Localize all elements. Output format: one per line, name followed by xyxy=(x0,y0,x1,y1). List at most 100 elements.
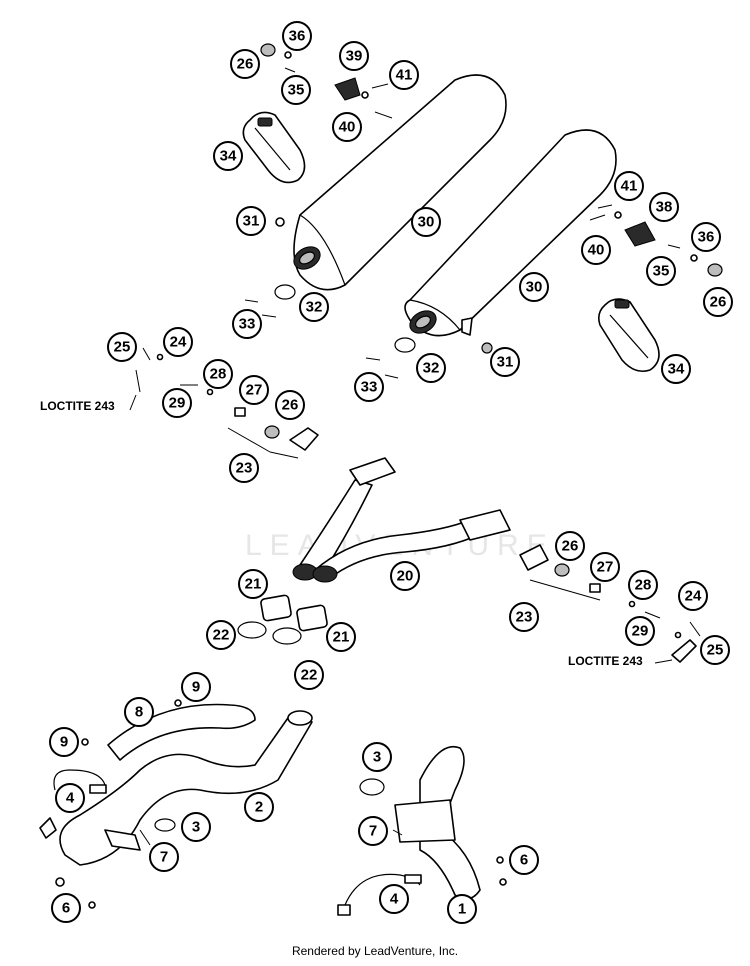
callout-9b: 9 xyxy=(49,727,79,757)
svg-text:6: 6 xyxy=(520,852,528,869)
pipe-couplers xyxy=(237,594,328,645)
callout-29: 29 xyxy=(162,388,192,418)
callout-33: 33 xyxy=(232,309,262,339)
callout-35b: 35 xyxy=(646,256,676,286)
svg-text:7: 7 xyxy=(369,823,377,840)
callout-7b: 7 xyxy=(358,816,388,846)
callout-6: 6 xyxy=(51,893,81,923)
svg-text:29: 29 xyxy=(169,395,186,412)
svg-text:36: 36 xyxy=(698,229,715,246)
callout-38: 38 xyxy=(649,192,679,222)
callout-26b: 26 xyxy=(275,390,305,420)
svg-text:33: 33 xyxy=(239,316,256,333)
svg-text:26: 26 xyxy=(562,538,579,555)
callout-36b: 36 xyxy=(691,222,721,252)
svg-text:9: 9 xyxy=(60,734,68,751)
svg-text:23: 23 xyxy=(516,609,533,626)
loctite-label-right: LOCTITE 243 xyxy=(568,654,643,668)
callout-36: 36 xyxy=(282,21,312,51)
callout-3b: 3 xyxy=(362,742,392,772)
svg-text:24: 24 xyxy=(170,334,187,351)
callout-28: 28 xyxy=(203,359,233,389)
svg-text:3: 3 xyxy=(373,749,381,766)
svg-text:26: 26 xyxy=(237,56,254,73)
svg-text:25: 25 xyxy=(707,642,724,659)
svg-text:34: 34 xyxy=(668,361,685,378)
callout-35: 35 xyxy=(281,75,311,105)
callout-25b: 25 xyxy=(700,635,730,665)
svg-text:6: 6 xyxy=(62,900,70,917)
callout-33b: 33 xyxy=(354,372,384,402)
callout-20: 20 xyxy=(390,561,420,591)
svg-text:22: 22 xyxy=(213,627,230,644)
callout-31: 31 xyxy=(236,206,266,236)
muffler-right xyxy=(404,129,617,337)
callout-6b: 6 xyxy=(509,845,539,875)
svg-text:40: 40 xyxy=(339,119,356,136)
callout-34: 34 xyxy=(213,141,243,171)
svg-text:22: 22 xyxy=(301,667,318,684)
svg-text:27: 27 xyxy=(246,382,263,399)
svg-text:40: 40 xyxy=(588,242,605,259)
callout-27b: 27 xyxy=(590,552,620,582)
svg-text:24: 24 xyxy=(685,588,702,605)
svg-text:35: 35 xyxy=(288,82,305,99)
svg-text:28: 28 xyxy=(210,366,227,383)
callout-23b: 23 xyxy=(509,602,539,632)
svg-text:41: 41 xyxy=(396,67,413,84)
y-header-pipe xyxy=(292,457,601,601)
callout-21b: 21 xyxy=(326,622,356,652)
svg-text:36: 36 xyxy=(289,28,306,45)
svg-text:23: 23 xyxy=(236,460,253,477)
callout-2: 2 xyxy=(244,792,274,822)
callout-26: 26 xyxy=(230,49,260,79)
callout-21: 21 xyxy=(238,569,268,599)
svg-text:35: 35 xyxy=(653,263,670,280)
hardware-mid-left xyxy=(135,347,319,459)
callout-24: 24 xyxy=(163,327,193,357)
muffler-clamp-left xyxy=(242,111,306,184)
svg-text:26: 26 xyxy=(282,397,299,414)
callout-28b: 28 xyxy=(628,570,658,600)
svg-text:31: 31 xyxy=(497,354,514,371)
callout-31b: 31 xyxy=(490,347,520,377)
callout-30: 30 xyxy=(411,207,441,237)
callout-22: 22 xyxy=(206,620,236,650)
callout-24b: 24 xyxy=(678,581,708,611)
svg-text:26: 26 xyxy=(710,294,727,311)
callout-1: 1 xyxy=(447,894,477,924)
loctite-label-left: LOCTITE 243 xyxy=(40,399,115,413)
svg-text:33: 33 xyxy=(361,379,378,396)
callout-40b: 40 xyxy=(581,235,611,265)
callout-40: 40 xyxy=(332,112,362,142)
svg-text:41: 41 xyxy=(621,178,638,195)
svg-text:3: 3 xyxy=(192,819,200,836)
svg-text:1: 1 xyxy=(458,901,466,918)
svg-text:32: 32 xyxy=(423,360,440,377)
hardware-upper-left xyxy=(244,43,393,318)
callout-30b: 30 xyxy=(519,272,549,302)
svg-text:34: 34 xyxy=(220,148,237,165)
callout-29b: 29 xyxy=(625,616,655,646)
hardware-mid-right xyxy=(628,600,701,663)
svg-text:29: 29 xyxy=(632,623,649,640)
svg-text:8: 8 xyxy=(135,704,143,721)
callout-23: 23 xyxy=(229,453,259,483)
svg-text:20: 20 xyxy=(397,568,414,585)
svg-text:21: 21 xyxy=(333,629,350,646)
svg-text:39: 39 xyxy=(346,48,363,65)
muffler-left xyxy=(293,74,507,291)
svg-text:4: 4 xyxy=(66,790,75,807)
callout-3: 3 xyxy=(181,812,211,842)
callout-25: 25 xyxy=(107,332,137,362)
callout-7: 7 xyxy=(149,842,179,872)
callout-26d: 26 xyxy=(555,531,585,561)
hardware-upper-right xyxy=(365,204,723,379)
callout-34b: 34 xyxy=(661,354,691,384)
svg-text:4: 4 xyxy=(390,891,399,908)
footer-credit: Rendered by LeadVenture, Inc. xyxy=(291,944,459,958)
callout-32: 32 xyxy=(299,292,329,322)
svg-text:7: 7 xyxy=(160,849,168,866)
svg-text:25: 25 xyxy=(114,339,131,356)
callout-8: 8 xyxy=(124,697,154,727)
